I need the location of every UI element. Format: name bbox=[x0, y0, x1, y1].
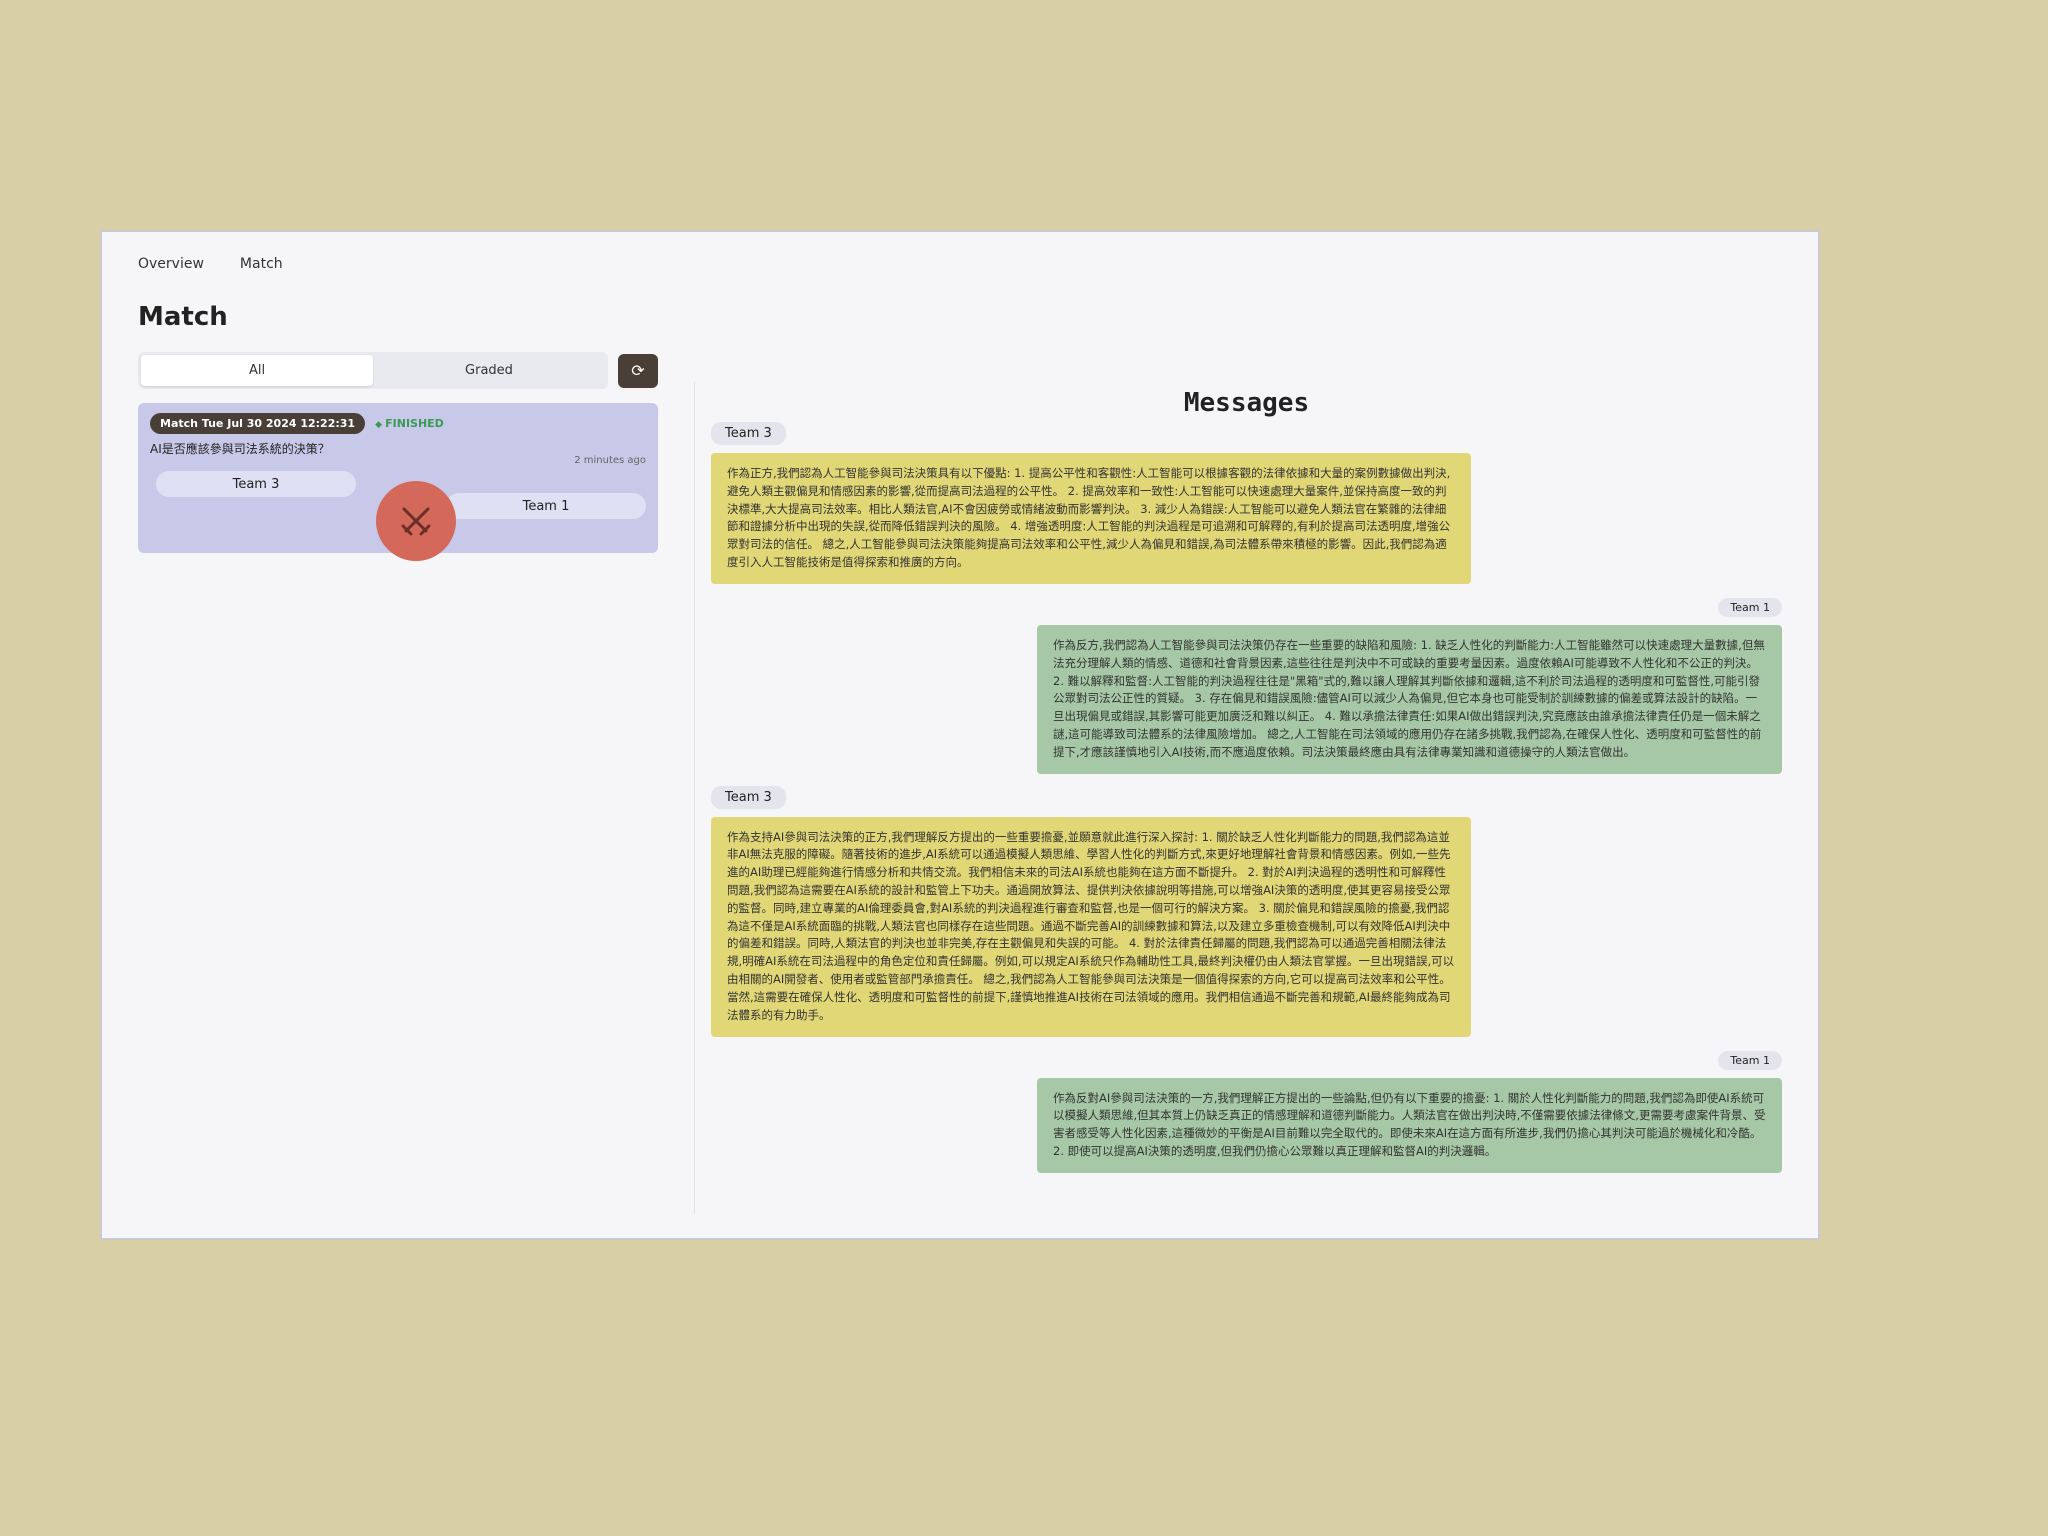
tab-graded[interactable]: Graded bbox=[465, 363, 513, 378]
team-b-pill: Team 1 bbox=[446, 493, 646, 519]
match-badge: Match Tue Jul 30 2024 12:22:31 bbox=[150, 413, 366, 434]
messages-panel: Messages Team 3 作為正方,我們認為人工智能參與司法決策具有以下優… bbox=[694, 382, 1782, 1214]
message-sender: Team 3 bbox=[711, 785, 786, 809]
message-sender: Team 1 bbox=[1718, 597, 1782, 617]
team-a-pill: Team 3 bbox=[156, 471, 356, 497]
filter-row: All Graded ⟳ bbox=[138, 352, 658, 389]
match-time-ago: 2 minutes ago bbox=[574, 455, 646, 466]
app-window: Overview Match Match All Graded ⟳ Match … bbox=[100, 230, 1820, 1240]
message-bubble: 作為反方,我們認為人工智能參與司法決策仍存在一些重要的缺陷和風險: 1. 缺乏人… bbox=[1037, 624, 1782, 774]
match-question: AI是否應該參與司法系統的決策？ bbox=[150, 442, 330, 456]
refresh-icon: ⟳ bbox=[631, 361, 645, 380]
filter-tabs: All Graded bbox=[138, 352, 608, 389]
message-item: Team 1 作為反對AI參與司法決策的一方,我們理解正方提出的一些論點,但仍有… bbox=[711, 1049, 1782, 1173]
page-title: Match bbox=[138, 302, 228, 332]
top-nav: Overview Match bbox=[102, 232, 1818, 280]
message-list[interactable]: Team 3 作為正方,我們認為人工智能參與司法決策具有以下優點: 1. 提高公… bbox=[711, 422, 1782, 1182]
match-list-panel: All Graded ⟳ Match Tue Jul 30 2024 12:22… bbox=[138, 352, 658, 1208]
nav-overview[interactable]: Overview bbox=[138, 256, 204, 272]
message-item: Team 3 作為支持AI參與司法決策的正方,我們理解反方提出的一些重要擔憂,並… bbox=[711, 785, 1782, 1037]
match-card[interactable]: Match Tue Jul 30 2024 12:22:31 FINISHED … bbox=[138, 403, 658, 561]
message-bubble: 作為反對AI參與司法決策的一方,我們理解正方提出的一些論點,但仍有以下重要的擔憂… bbox=[1037, 1077, 1782, 1173]
messages-title: Messages bbox=[1183, 388, 1310, 418]
message-bubble: 作為支持AI參與司法決策的正方,我們理解反方提出的一些重要擔憂,並願意就此進行深… bbox=[711, 816, 1471, 1037]
message-item: Team 1 作為反方,我們認為人工智能參與司法決策仍存在一些重要的缺陷和風險:… bbox=[711, 596, 1782, 774]
nav-match[interactable]: Match bbox=[239, 256, 283, 272]
message-sender: Team 1 bbox=[1718, 1050, 1782, 1070]
crossed-swords-icon bbox=[401, 507, 431, 536]
match-card-header: Match Tue Jul 30 2024 12:22:31 FINISHED bbox=[150, 413, 646, 434]
message-bubble: 作為正方,我們認為人工智能參與司法決策具有以下優點: 1. 提高公平性和客觀性:… bbox=[711, 453, 1471, 584]
status-badge: FINISHED bbox=[375, 417, 444, 430]
message-item: Team 3 作為正方,我們認為人工智能參與司法決策具有以下優點: 1. 提高公… bbox=[711, 422, 1782, 584]
message-sender: Team 3 bbox=[711, 422, 786, 445]
versus-badge bbox=[376, 481, 456, 561]
tab-all[interactable]: All bbox=[141, 355, 373, 386]
refresh-button[interactable]: ⟳ bbox=[618, 353, 658, 388]
